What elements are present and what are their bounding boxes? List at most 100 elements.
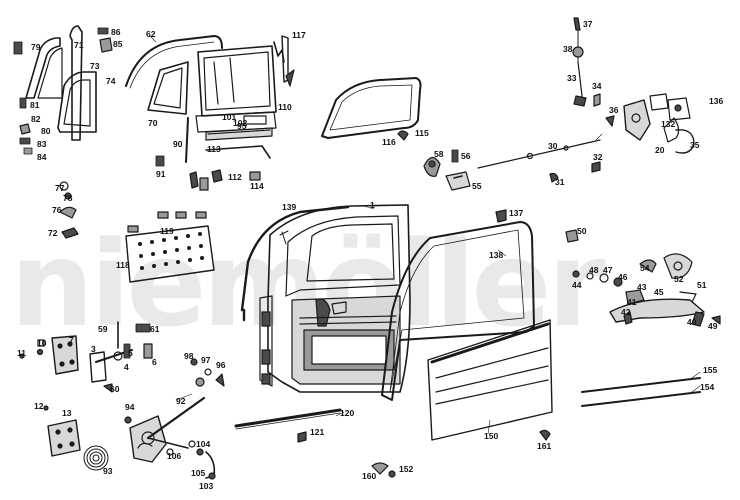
door-shell bbox=[259, 204, 411, 393]
callout-137: 137 bbox=[509, 208, 524, 218]
callout-85: 85 bbox=[113, 39, 123, 49]
callout-84: 84 bbox=[37, 152, 47, 162]
callout-31: 31 bbox=[555, 177, 565, 187]
callout-98: 98 bbox=[184, 351, 194, 361]
callout-106: 106 bbox=[167, 451, 182, 461]
callout-41: 41 bbox=[627, 297, 637, 307]
callout-150: 150 bbox=[484, 431, 499, 441]
callout-1: 1 bbox=[370, 200, 375, 210]
callout-46: 46 bbox=[618, 272, 628, 282]
callout-55: 55 bbox=[472, 181, 482, 191]
callout-37: 37 bbox=[583, 19, 593, 29]
callout-33: 33 bbox=[567, 73, 577, 83]
window-channel-group bbox=[125, 35, 295, 163]
callout-82: 82 bbox=[31, 114, 41, 124]
callout-51: 51 bbox=[697, 280, 707, 290]
callout-152: 152 bbox=[399, 464, 414, 474]
callout-120: 120 bbox=[340, 408, 355, 418]
callout-78: 78 bbox=[63, 193, 73, 203]
callout-48: 48 bbox=[589, 265, 599, 275]
callout-101: 101 bbox=[222, 112, 237, 122]
callout-73: 73 bbox=[90, 61, 100, 71]
callout-40: 40 bbox=[687, 317, 697, 327]
callout-113: 113 bbox=[207, 144, 221, 154]
callout-62: 62 bbox=[146, 29, 156, 39]
door-seal-139 bbox=[240, 205, 350, 312]
callout-115: 115 bbox=[415, 128, 429, 138]
callout-58: 58 bbox=[434, 149, 444, 159]
callout-72: 72 bbox=[48, 228, 58, 238]
callout-56: 56 bbox=[461, 151, 471, 161]
callout-35: 35 bbox=[690, 140, 700, 150]
callout-76: 76 bbox=[52, 205, 62, 215]
callout-81: 81 bbox=[30, 100, 40, 110]
callout-80: 80 bbox=[41, 126, 51, 136]
callout-52: 52 bbox=[674, 274, 684, 284]
callout-13: 13 bbox=[62, 408, 72, 418]
callout-119: 119 bbox=[160, 226, 174, 236]
callout-161: 161 bbox=[537, 441, 552, 451]
callout-95: 95 bbox=[237, 121, 247, 131]
callout-70: 70 bbox=[148, 118, 158, 128]
callout-3: 3 bbox=[91, 344, 96, 354]
callout-79: 79 bbox=[31, 42, 41, 52]
vent-window-left bbox=[25, 25, 97, 141]
callout-105: 105 bbox=[191, 468, 206, 478]
callout-4: 4 bbox=[124, 362, 129, 372]
callout-20: 20 bbox=[655, 145, 665, 155]
callout-61: 61 bbox=[150, 324, 160, 334]
callout-136: 136 bbox=[709, 96, 724, 106]
callout-34: 34 bbox=[592, 81, 602, 91]
callout-138: 138 bbox=[489, 250, 504, 260]
callout-97: 97 bbox=[201, 355, 211, 365]
callout-32: 32 bbox=[593, 152, 603, 162]
callout-42: 42 bbox=[621, 307, 631, 317]
callout-86: 86 bbox=[111, 27, 121, 37]
callout-60: 60 bbox=[110, 384, 120, 394]
callout-114: 114 bbox=[250, 181, 264, 191]
callout-117: 117 bbox=[292, 30, 306, 40]
callout-112: 112 bbox=[228, 172, 242, 182]
callout-11: 11 bbox=[17, 348, 26, 358]
callout-155: 155 bbox=[703, 365, 718, 375]
callout-132: 132 bbox=[661, 119, 676, 129]
callout-77: 77 bbox=[55, 183, 65, 193]
callout-90: 90 bbox=[173, 139, 183, 149]
callout-110: 110 bbox=[278, 102, 292, 112]
callout-7: 7 bbox=[69, 335, 74, 345]
callout-74: 74 bbox=[106, 76, 116, 86]
callout-30: 30 bbox=[548, 141, 558, 151]
callout-54: 54 bbox=[640, 263, 650, 273]
callout-93: 93 bbox=[103, 466, 113, 476]
callout-59: 59 bbox=[98, 324, 108, 334]
callout-5: 5 bbox=[128, 348, 133, 358]
callout-10: 10 bbox=[37, 338, 47, 348]
callout-91: 91 bbox=[156, 169, 166, 179]
callout-44: 44 bbox=[572, 280, 582, 290]
callout-36: 36 bbox=[609, 105, 619, 115]
callout-83: 83 bbox=[37, 139, 47, 149]
callout-50: 50 bbox=[577, 226, 587, 236]
callout-47: 47 bbox=[603, 265, 613, 275]
callout-71: 71 bbox=[74, 40, 84, 50]
callout-103: 103 bbox=[199, 481, 214, 491]
callout-45: 45 bbox=[654, 287, 664, 297]
callout-49: 49 bbox=[708, 321, 718, 331]
callout-104: 104 bbox=[196, 439, 211, 449]
callout-118: 118 bbox=[116, 260, 130, 270]
callout-139: 139 bbox=[282, 202, 297, 212]
callout-38: 38 bbox=[563, 44, 573, 54]
callout-102: 102 bbox=[233, 118, 248, 128]
callout-43: 43 bbox=[637, 282, 647, 292]
callout-96: 96 bbox=[216, 360, 226, 370]
callout-160: 160 bbox=[362, 471, 377, 481]
callout-6: 6 bbox=[152, 357, 157, 367]
callout-92: 92 bbox=[176, 396, 186, 406]
callout-121: 121 bbox=[310, 427, 325, 437]
callout-12: 12 bbox=[34, 401, 44, 411]
callout-94: 94 bbox=[125, 402, 135, 412]
callout-154: 154 bbox=[700, 382, 715, 392]
callout-116: 116 bbox=[382, 137, 396, 147]
